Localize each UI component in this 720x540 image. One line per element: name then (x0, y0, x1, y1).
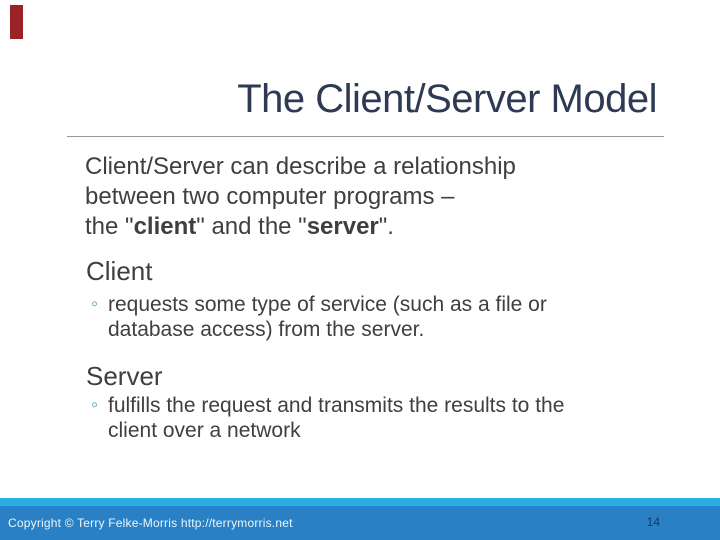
bullet-circle-icon: ◦ (91, 293, 99, 315)
intro-line-3-mid: " and the " (196, 213, 307, 240)
intro-line-3-end: ". (378, 213, 394, 240)
footer-bar: Copyright © Terry Felke-Morris http://te… (0, 506, 720, 540)
intro-server-bold: server (306, 213, 379, 240)
bullet-text-server: fulfills the request and transmits the r… (108, 393, 564, 443)
copyright-text: Copyright © Terry Felke-Morris http://te… (8, 516, 293, 530)
slide-title: The Client/Server Model (237, 77, 657, 121)
section-heading-client: Client (86, 256, 153, 286)
bullet-server-line-1: fulfills the request and transmits the r… (108, 394, 565, 417)
intro-line-1: Client/Server can describe a relationshi… (85, 153, 516, 180)
bullet-item-server: ◦ fulfills the request and transmits the… (85, 393, 564, 443)
bullet-server-line-2: client over a network (108, 419, 301, 442)
bullet-client-line-2: database access) from the server. (108, 318, 425, 341)
page-number: 14 (646, 515, 660, 529)
bullet-item-client: ◦ requests some type of service (such as… (85, 292, 547, 342)
intro-line-3-pre: the " (85, 213, 134, 240)
bullet-text-client: requests some type of service (such as a… (108, 292, 547, 342)
footer-accent-strip (0, 498, 720, 506)
bullet-circle-icon: ◦ (91, 394, 99, 416)
intro-client-bold: client (133, 213, 197, 240)
intro-paragraph: Client/Server can describe a relationshi… (85, 152, 516, 242)
title-rule (67, 136, 664, 137)
intro-line-3: the "client" and the "server". (85, 212, 516, 242)
section-heading-server: Server (86, 361, 163, 391)
intro-line-2: between two computer programs – (85, 183, 455, 210)
accent-tab (10, 5, 23, 39)
bullet-client-line-1: requests some type of service (such as a… (108, 293, 547, 316)
